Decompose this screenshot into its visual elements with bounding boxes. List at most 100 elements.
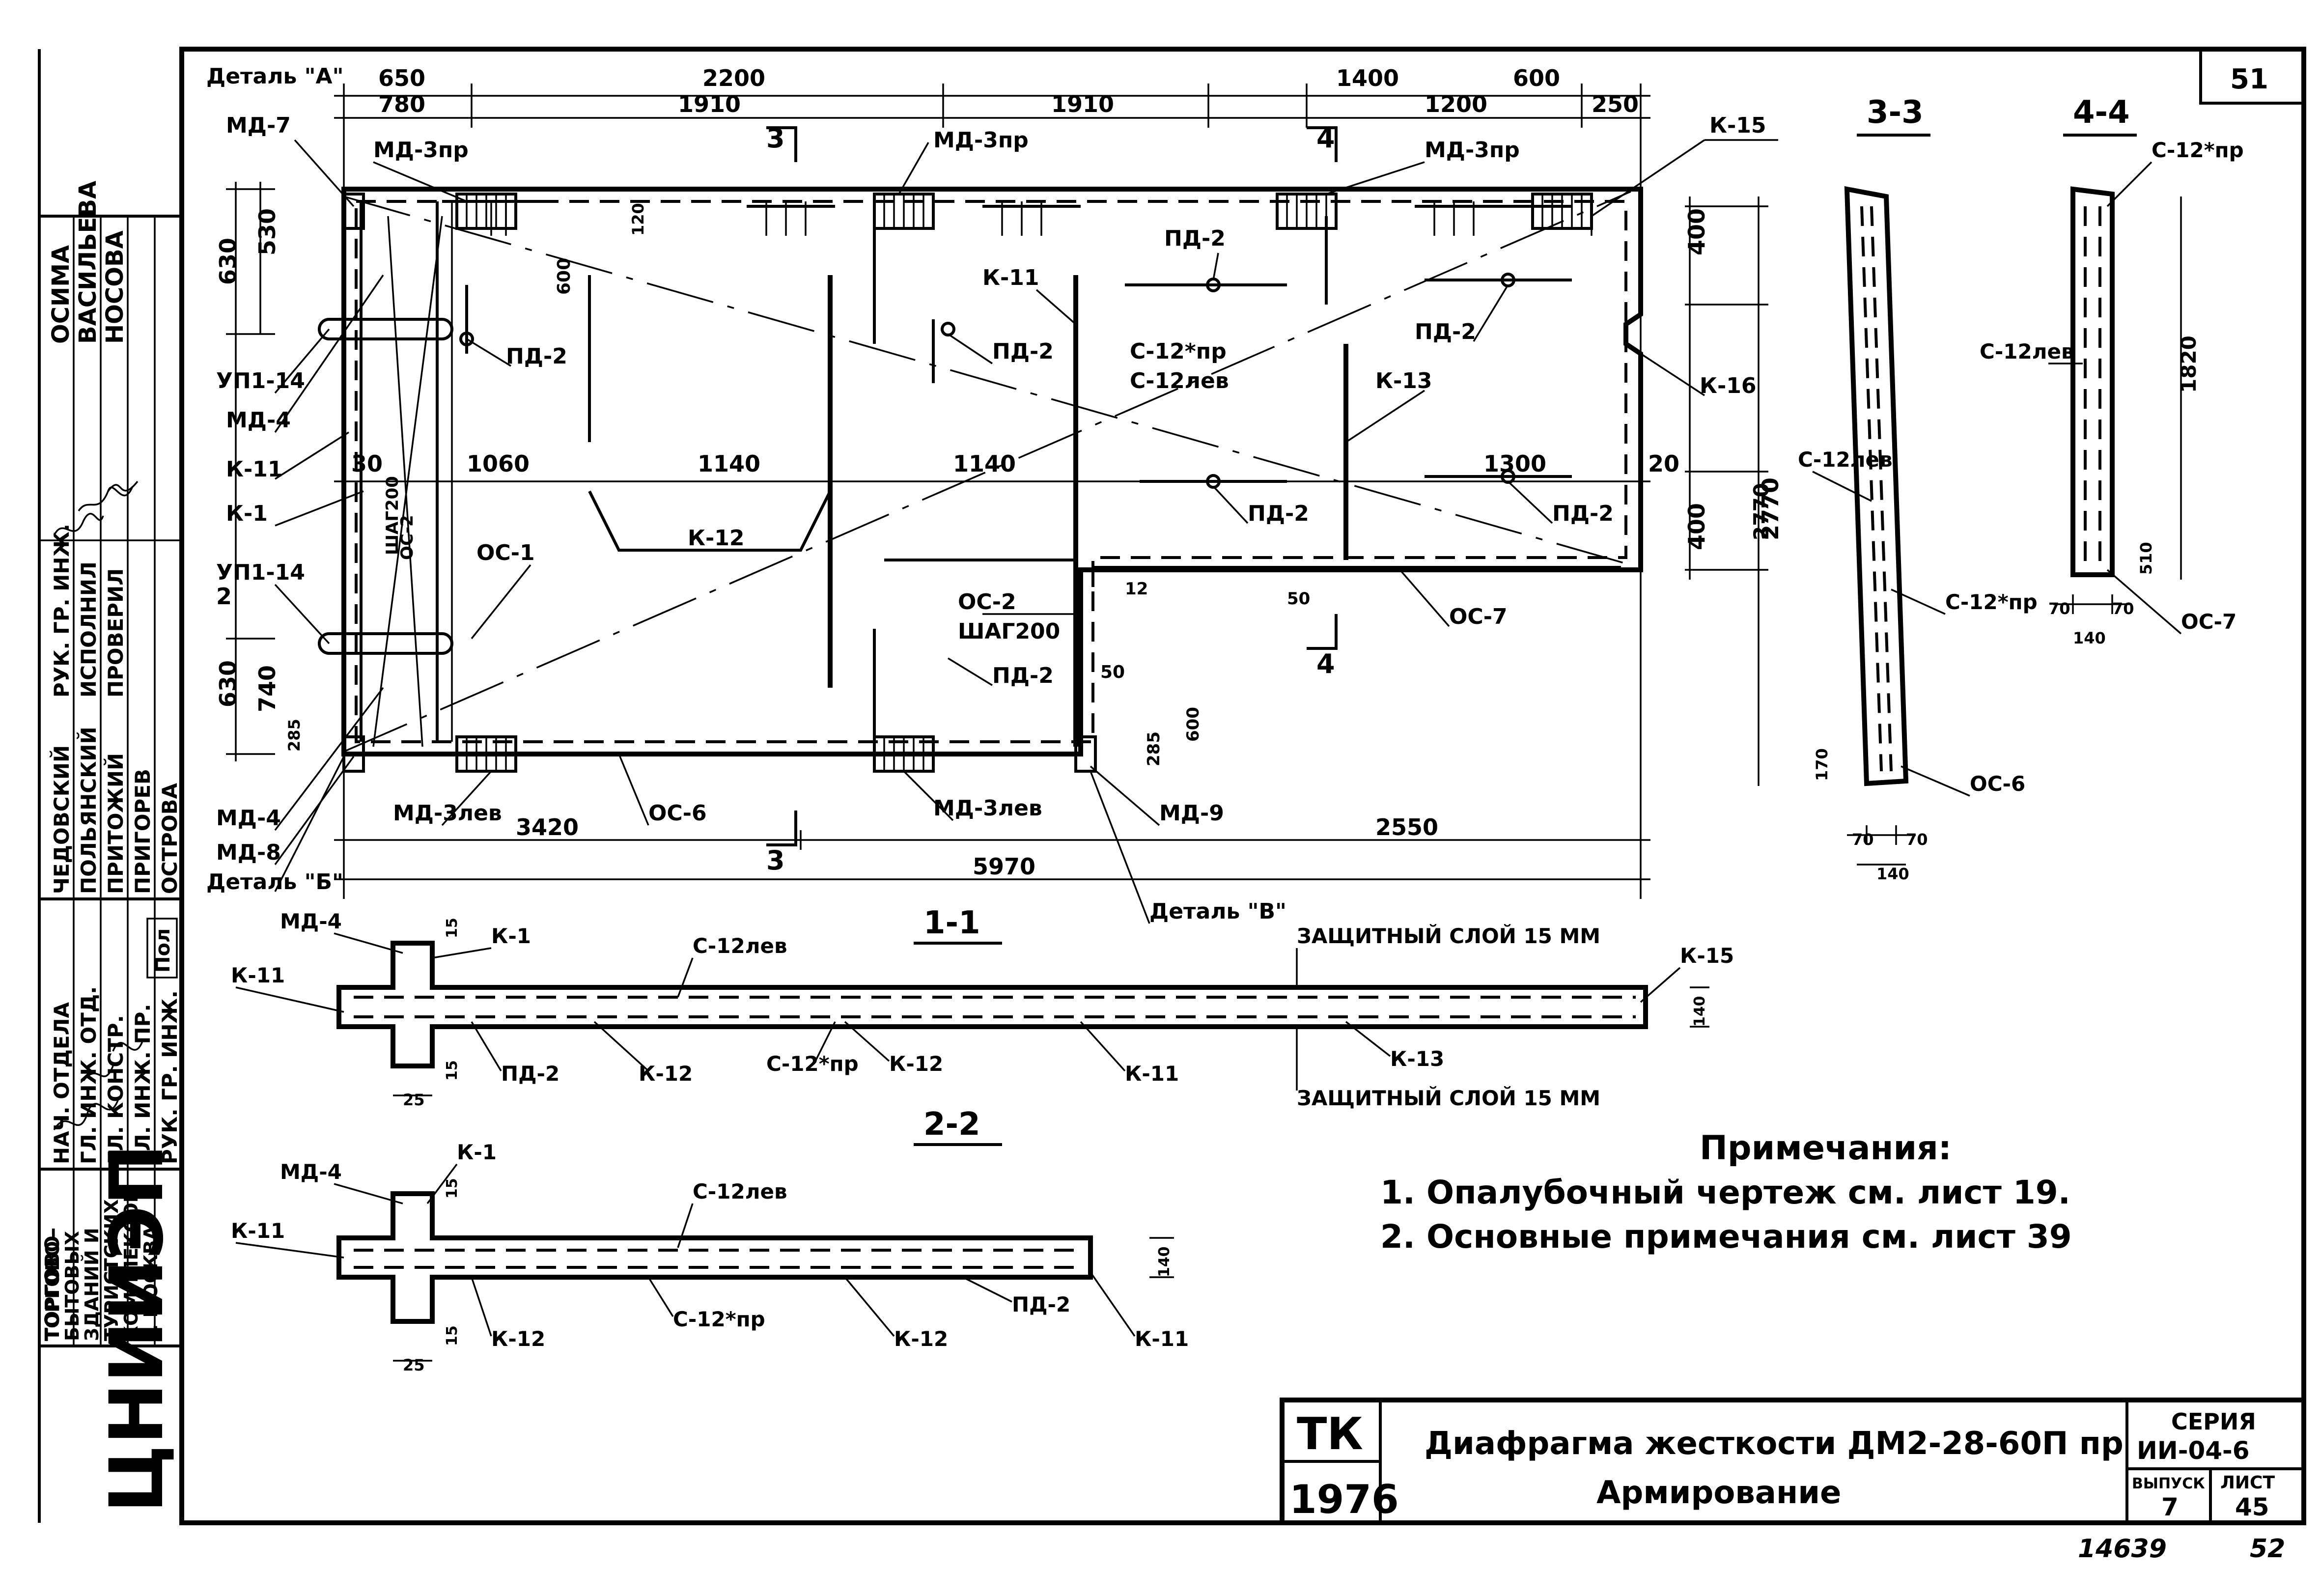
svg-text:5970: 5970 [973, 853, 1035, 880]
svg-text:МД-4: МД-4 [216, 806, 281, 831]
svg-text:170: 170 [1813, 748, 1831, 781]
svg-text:С-12*пр: С-12*пр [1945, 590, 2038, 614]
svg-text:К-16: К-16 [1700, 373, 1756, 398]
svg-text:630: 630 [215, 238, 241, 285]
svg-text:30: 30 [351, 450, 383, 477]
svg-text:15: 15 [444, 918, 461, 938]
svg-text:МД-4: МД-4 [280, 1160, 342, 1184]
svg-text:ПД-2: ПД-2 [1012, 1292, 1070, 1316]
svg-text:1910: 1910 [678, 91, 741, 117]
svg-text:МД-3пр: МД-3пр [933, 128, 1029, 153]
svg-text:1140: 1140 [953, 450, 1016, 477]
stamp-roles-2: РУК. ГР. ИНЖ. ИСПОЛНИЛ ПРОВЕРИЛ [50, 524, 128, 698]
svg-text:К-15: К-15 [1680, 944, 1734, 968]
svg-text:ОСТРОВА: ОСТРОВА [158, 783, 182, 894]
svg-text:С-12лев: С-12лев [1980, 339, 2074, 364]
stamp-org-desc: ТОРГОВО- БЫТОВЫХ ЗДАНИЙ И ТУРИСТСКИХ КОМ… [42, 1188, 162, 1341]
svg-text:БЫТОВЫХ: БЫТОВЫХ [61, 1231, 83, 1341]
svg-text:С-12*пр: С-12*пр [673, 1307, 765, 1331]
stamp-names-2: ОСИМА ВАСИЛЬЕВА НОСОВА [47, 181, 129, 344]
svg-text:ОС-6: ОС-6 [1970, 772, 2025, 796]
svg-text:3420: 3420 [516, 814, 579, 840]
svg-text:ЧЕДОВСКИЙ: ЧЕДОВСКИЙ [49, 745, 74, 894]
svg-text:400: 400 [1683, 208, 1710, 255]
svg-text:МД-3пр: МД-3пр [1425, 138, 1520, 163]
tk-year: 1976 [1289, 1477, 1399, 1522]
diagonal-2 [343, 191, 1631, 753]
svg-text:К-13: К-13 [1390, 1047, 1444, 1071]
svg-text:70: 70 [2048, 599, 2070, 618]
svg-text:600: 600 [554, 258, 574, 295]
svg-text:ТОРГОВО-: ТОРГОВО- [42, 1233, 63, 1341]
svg-text:25: 25 [403, 1356, 425, 1374]
svg-text:КОМПЛЕКСОВ: КОМПЛЕКСОВ [120, 1188, 142, 1341]
svg-text:15: 15 [444, 1060, 461, 1081]
svg-text:ПРИТОЖИЙ: ПРИТОЖИЙ [103, 753, 128, 894]
svg-text:120: 120 [629, 203, 647, 236]
section-3-3-title: 3-3 [1867, 94, 1924, 131]
svg-text:70: 70 [1852, 830, 1874, 849]
svg-text:1300: 1300 [1483, 450, 1546, 477]
svg-text:ПОЛЬЯНСКИЙ: ПОЛЬЯНСКИЙ [76, 727, 101, 894]
signature-scribbles [53, 480, 143, 1130]
stamp-org: ЦНИИЭП [94, 1144, 180, 1513]
svg-text:МД-3пр: МД-3пр [373, 138, 469, 163]
svg-text:2550: 2550 [1375, 814, 1438, 840]
sheet-value: 45 [2235, 1493, 2269, 1521]
diagonal-1 [343, 196, 1631, 566]
svg-text:УП1-14: УП1-14 [216, 560, 305, 585]
svg-text:ПД-2: ПД-2 [1164, 226, 1226, 251]
svg-text:530: 530 [254, 208, 280, 255]
svg-text:740: 740 [254, 665, 280, 712]
svg-text:С-12*пр: С-12*пр [766, 1052, 859, 1076]
svg-text:600: 600 [1513, 65, 1560, 91]
plan-dim-texts: 650 2200 1400 600 780 1910 1910 1200 250… [215, 65, 1784, 880]
svg-text:ПД-2: ПД-2 [992, 339, 1054, 364]
svg-text:С-12*пр: С-12*пр [1130, 339, 1227, 364]
svg-text:НОСОВА: НОСОВА [101, 230, 129, 344]
svg-text:Пол: Пол [152, 928, 174, 973]
svg-text:С-12лев: С-12лев [1130, 368, 1229, 393]
svg-text:К-11: К-11 [1125, 1062, 1179, 1086]
svg-text:МД-9: МД-9 [1159, 801, 1224, 826]
section-3-3: 3-3 С-12лев С-12*пр ОС-6 2770 170 70 70 … [1749, 94, 2038, 883]
svg-text:К-11: К-11 [231, 963, 285, 987]
section-2-2-title: 2-2 [923, 1106, 980, 1143]
series-value: ИИ-04-6 [2137, 1436, 2250, 1465]
embedded-plates [342, 193, 1593, 773]
svg-text:С-12лев: С-12лев [693, 1179, 787, 1204]
svg-text:600: 600 [1183, 707, 1203, 742]
notes-title: Примечания: [1700, 1129, 1952, 1168]
svg-text:К-12: К-12 [688, 526, 744, 551]
svg-text:70: 70 [1906, 830, 1928, 849]
svg-text:ПРИГОРЕВ: ПРИГОРЕВ [131, 769, 155, 894]
svg-text:МД-4: МД-4 [280, 909, 342, 933]
section-4-4: 4-4 С-12*пр С-12лев ОС-7 1820 510 70 70 … [1980, 94, 2244, 647]
loops [318, 318, 453, 655]
svg-text:С-12лев: С-12лев [693, 934, 787, 958]
svg-text:ШАГ200: ШАГ200 [958, 619, 1060, 644]
svg-text:НАЧ. ОТДЕЛА: НАЧ. ОТДЕЛА [50, 1002, 74, 1164]
series-label: СЕРИЯ [2171, 1408, 2256, 1435]
svg-text:4: 4 [1316, 648, 1335, 679]
corner-mark: Пол [146, 918, 178, 979]
svg-text:РУК. ГР. ИНЖ.: РУК. ГР. ИНЖ. [50, 524, 74, 698]
plan-labels: Деталь "А" Деталь "Б" Деталь "В" МД-7 МД… [206, 64, 1766, 924]
svg-text:510: 510 [2137, 542, 2155, 575]
svg-text:ГЛ. КОНСТР.: ГЛ. КОНСТР. [104, 1015, 128, 1164]
svg-text:К-11: К-11 [1135, 1327, 1189, 1351]
section-1-1: 1-1 МД-4 К-1 К-11 С-12лев ПД-2 К-12 С-12… [231, 905, 1734, 1110]
svg-text:МД-7: МД-7 [226, 113, 291, 138]
svg-text:К-11: К-11 [226, 457, 282, 482]
svg-text:К-1: К-1 [491, 924, 531, 948]
svg-text:2200: 2200 [702, 65, 765, 91]
svg-text:2770: 2770 [1757, 477, 1784, 540]
svg-text:ИСПОЛНИЛ: ИСПОЛНИЛ [77, 561, 101, 698]
sheet-label: ЛИСТ [2220, 1473, 2275, 1493]
svg-text:МД-3лев: МД-3лев [933, 796, 1042, 821]
panel-inner-dashed [355, 200, 1627, 743]
svg-text:ОСИМА: ОСИМА [47, 245, 75, 344]
dimension-lines [226, 84, 1768, 899]
svg-text:50: 50 [1100, 662, 1125, 682]
svg-text:3: 3 [766, 845, 785, 876]
